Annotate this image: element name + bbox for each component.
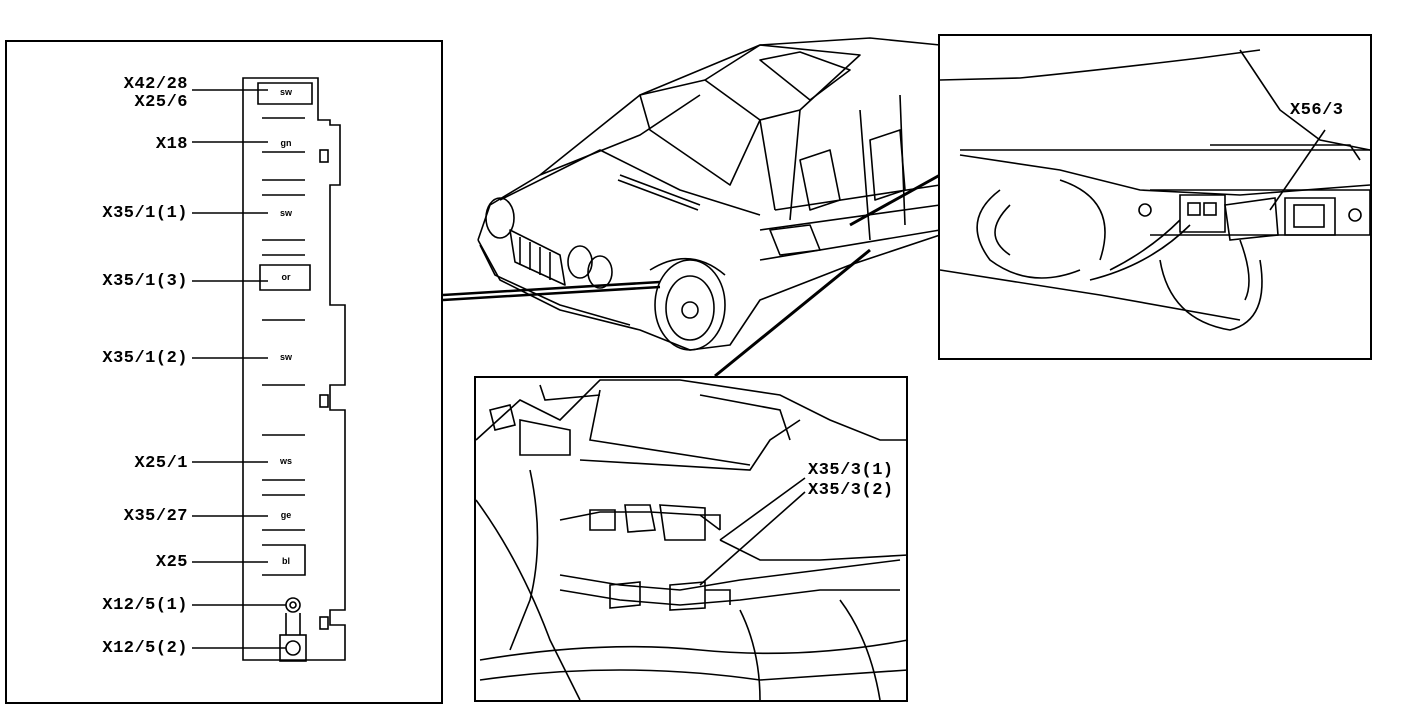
label-x42-28: X42/28 xyxy=(123,75,188,94)
label-x35-1-1: X35/1(1) xyxy=(102,204,188,223)
code-sw-mid: sw xyxy=(279,208,292,218)
code-bl: bl xyxy=(282,556,290,566)
label-x25-1: X25/1 xyxy=(134,454,188,473)
label-x25: X25 xyxy=(155,553,188,572)
code-ge: ge xyxy=(280,510,292,520)
code-or: or xyxy=(281,272,291,282)
leader-bottom xyxy=(714,248,871,378)
code-ws: ws xyxy=(279,456,292,466)
leader-right xyxy=(849,173,941,227)
label-x35-1-3: X35/1(3) xyxy=(102,272,188,291)
connector-x56-3-detail-panel xyxy=(938,34,1372,360)
code-sw-top: sw xyxy=(279,87,292,97)
label-x25-6: X25/6 xyxy=(134,93,188,112)
label-x35-27: X35/27 xyxy=(123,507,188,526)
label-x35-1-2: X35/1(2) xyxy=(102,349,188,368)
code-sw-low: sw xyxy=(279,352,292,362)
label-x35-3-1: X35/3(1) xyxy=(808,461,894,480)
label-x56-3: X56/3 xyxy=(1290,101,1344,120)
label-x12-5-2: X12/5(2) xyxy=(102,639,188,658)
label-x18: X18 xyxy=(155,135,188,154)
code-gn: gn xyxy=(280,138,292,148)
fuse-relay-box-panel xyxy=(5,40,443,704)
leader-left xyxy=(442,280,661,302)
connector-x35-3-detail-panel xyxy=(474,376,908,702)
label-x35-3-2: X35/3(2) xyxy=(808,481,894,500)
label-x12-5-1: X12/5(1) xyxy=(102,596,188,615)
